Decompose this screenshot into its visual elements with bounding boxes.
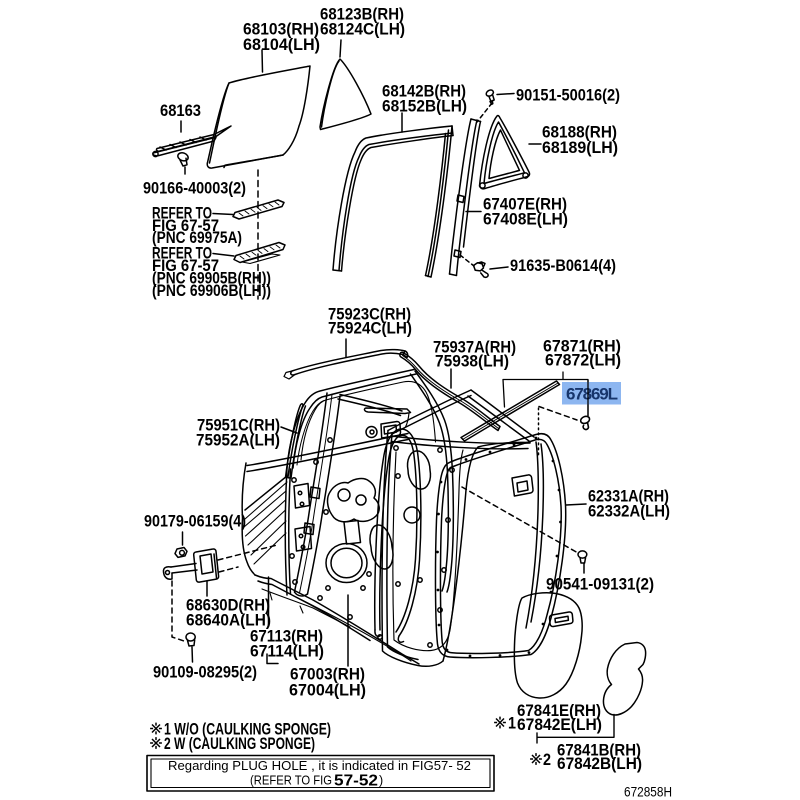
svg-text:75951C(RH): 75951C(RH) [197,415,280,434]
svg-text:91635-B0614(4): 91635-B0614(4) [510,256,616,275]
svg-text:67871(RH): 67871(RH) [543,336,621,355]
svg-text:67841E(RH): 67841E(RH) [517,701,601,720]
svg-text:90179-06159(4): 90179-06159(4) [144,511,246,530]
svg-text:90151-50016(2): 90151-50016(2) [516,85,620,104]
svg-text:68630D(RH): 68630D(RH) [186,595,270,614]
svg-text:68188(RH): 68188(RH) [542,122,617,141]
svg-text:68163: 68163 [160,101,201,120]
svg-text:2 W (CAULKING SPONGE): 2 W (CAULKING SPONGE) [164,734,315,753]
svg-text:68104(LH): 68104(LH) [243,35,320,54]
svg-text:67114(LH): 67114(LH) [250,641,324,660]
svg-text:90109-08295(2): 90109-08295(2) [153,662,257,681]
svg-text:75952A(LH): 75952A(LH) [196,430,280,449]
svg-text:68640A(LH): 68640A(LH) [186,610,271,629]
svg-text:1 W/O (CAULKING SPONGE): 1 W/O (CAULKING SPONGE) [164,719,331,738]
svg-text:672858H: 672858H [624,785,672,800]
svg-text:90166-40003(2): 90166-40003(2) [143,178,246,197]
svg-text:68123B(RH): 68123B(RH) [320,4,404,23]
svg-text:75938(LH): 75938(LH) [435,351,509,370]
svg-text:(PNC 69975A): (PNC 69975A) [152,228,242,247]
svg-text:75937A(RH): 75937A(RH) [433,337,516,356]
svg-text:62332A(LH): 62332A(LH) [588,501,670,520]
svg-text:Regarding PLUG HOLE , it is in: Regarding PLUG HOLE , it is indicated in… [168,759,471,773]
svg-text:REFER TO: REFER TO [152,243,212,262]
svg-text:62331A(RH): 62331A(RH) [588,486,669,505]
svg-text:67003(RH): 67003(RH) [290,664,365,683]
svg-text:67869L: 67869L [566,385,618,404]
svg-text:(PNC 69905B(RH)): (PNC 69905B(RH)) [152,268,271,287]
svg-text:68142B(RH): 68142B(RH) [382,81,466,100]
svg-text:68189(LH): 68189(LH) [542,138,618,157]
svg-text:68124C(LH): 68124C(LH) [320,19,405,38]
svg-text:67872(LH): 67872(LH) [545,350,621,369]
svg-text:FIG 67-57: FIG 67-57 [152,216,219,235]
svg-text:75923C(RH): 75923C(RH) [328,304,411,323]
svg-text:67407E(RH): 67407E(RH) [483,194,567,213]
svg-text:90541-09131(2): 90541-09131(2) [546,574,654,593]
svg-text:(REFER TO FIG: (REFER TO FIG [250,774,332,788]
svg-text:67408E(LH): 67408E(LH) [483,209,568,228]
svg-text:67841B(RH): 67841B(RH) [557,740,641,759]
svg-text:67004(LH): 67004(LH) [289,680,366,699]
svg-text:67842E(LH): 67842E(LH) [517,715,602,734]
svg-text:57-52: 57-52 [334,773,378,790]
svg-text:1: 1 [508,713,516,732]
svg-text:REFER TO: REFER TO [152,203,212,222]
svg-text:67842B(LH): 67842B(LH) [557,754,642,773]
svg-text:2: 2 [543,750,551,769]
svg-text:(PNC 69906B(LH)): (PNC 69906B(LH)) [152,281,271,300]
svg-text:68103(RH): 68103(RH) [243,19,319,38]
svg-text:): ) [379,774,383,788]
svg-text:68152B(LH): 68152B(LH) [382,96,467,115]
svg-text:75924C(LH): 75924C(LH) [328,318,412,337]
svg-text:FIG 67-57: FIG 67-57 [152,256,219,275]
svg-text:67113(RH): 67113(RH) [250,626,323,645]
